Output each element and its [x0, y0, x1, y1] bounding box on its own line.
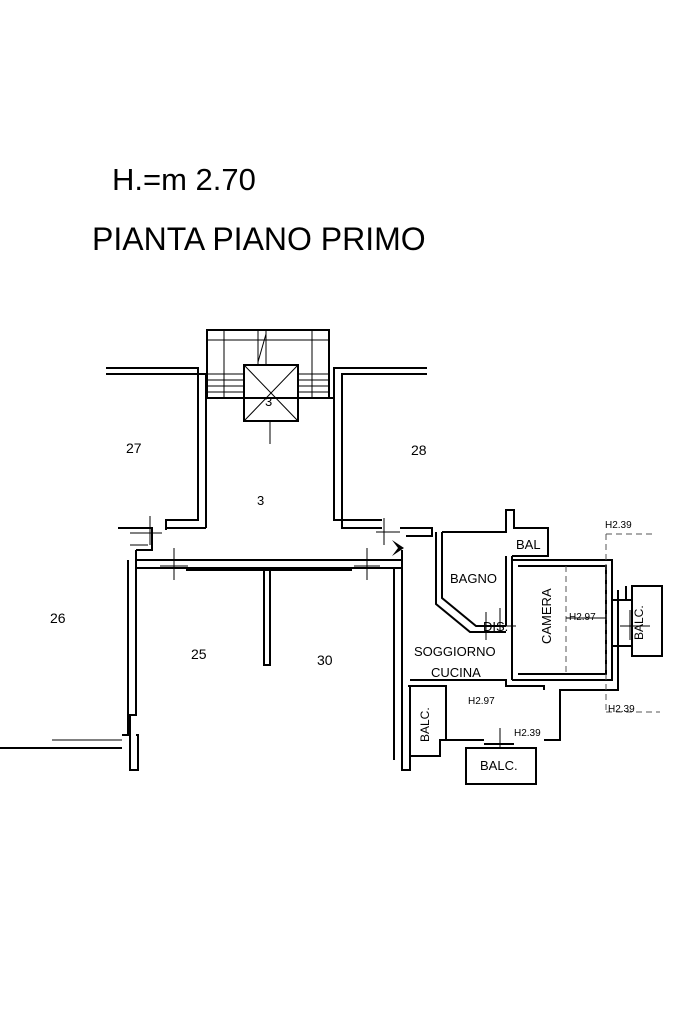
unit-30-label: 30 [317, 652, 333, 668]
height-top-right-label: H2.39 [605, 520, 632, 531]
floor-height-label: H.=m 2.70 [112, 162, 256, 197]
unit-25-label: 25 [191, 646, 207, 662]
balc-left-label: BALC. [418, 707, 432, 742]
bal-top-label: BAL [516, 537, 541, 552]
height-living-label: H2.97 [468, 696, 495, 707]
unit-26-label: 26 [50, 610, 66, 626]
plan-title: PIANTA PIANO PRIMO [92, 221, 426, 257]
corridor-walls [106, 367, 427, 530]
stair-number-label: 3 [265, 394, 272, 409]
units-block-walls [118, 516, 411, 771]
landing-number-label: 3 [257, 493, 264, 508]
unit-27-label: 27 [126, 440, 142, 456]
height-bottom-balcony-label: H2.39 [514, 728, 541, 739]
height-bottom-right-label: H2.39 [608, 704, 635, 715]
entrance-arrow-icon [392, 540, 404, 556]
balc-bottom-label: BALC. [480, 758, 518, 773]
apartment-walls [400, 509, 663, 785]
balc-right-label: BALC. [632, 605, 646, 640]
camera-label: CAMERA [539, 588, 554, 644]
left-exterior [0, 739, 122, 749]
bagno-label: BAGNO [450, 571, 497, 586]
height-camera-label: H2.97 [569, 612, 596, 623]
soggiorno-label: SOGGIORNO [414, 644, 496, 659]
dis-label: DIS. [483, 619, 508, 634]
unit-28-label: 28 [411, 442, 427, 458]
cucina-label: CUCINA [431, 665, 481, 680]
stair-core [206, 329, 330, 444]
